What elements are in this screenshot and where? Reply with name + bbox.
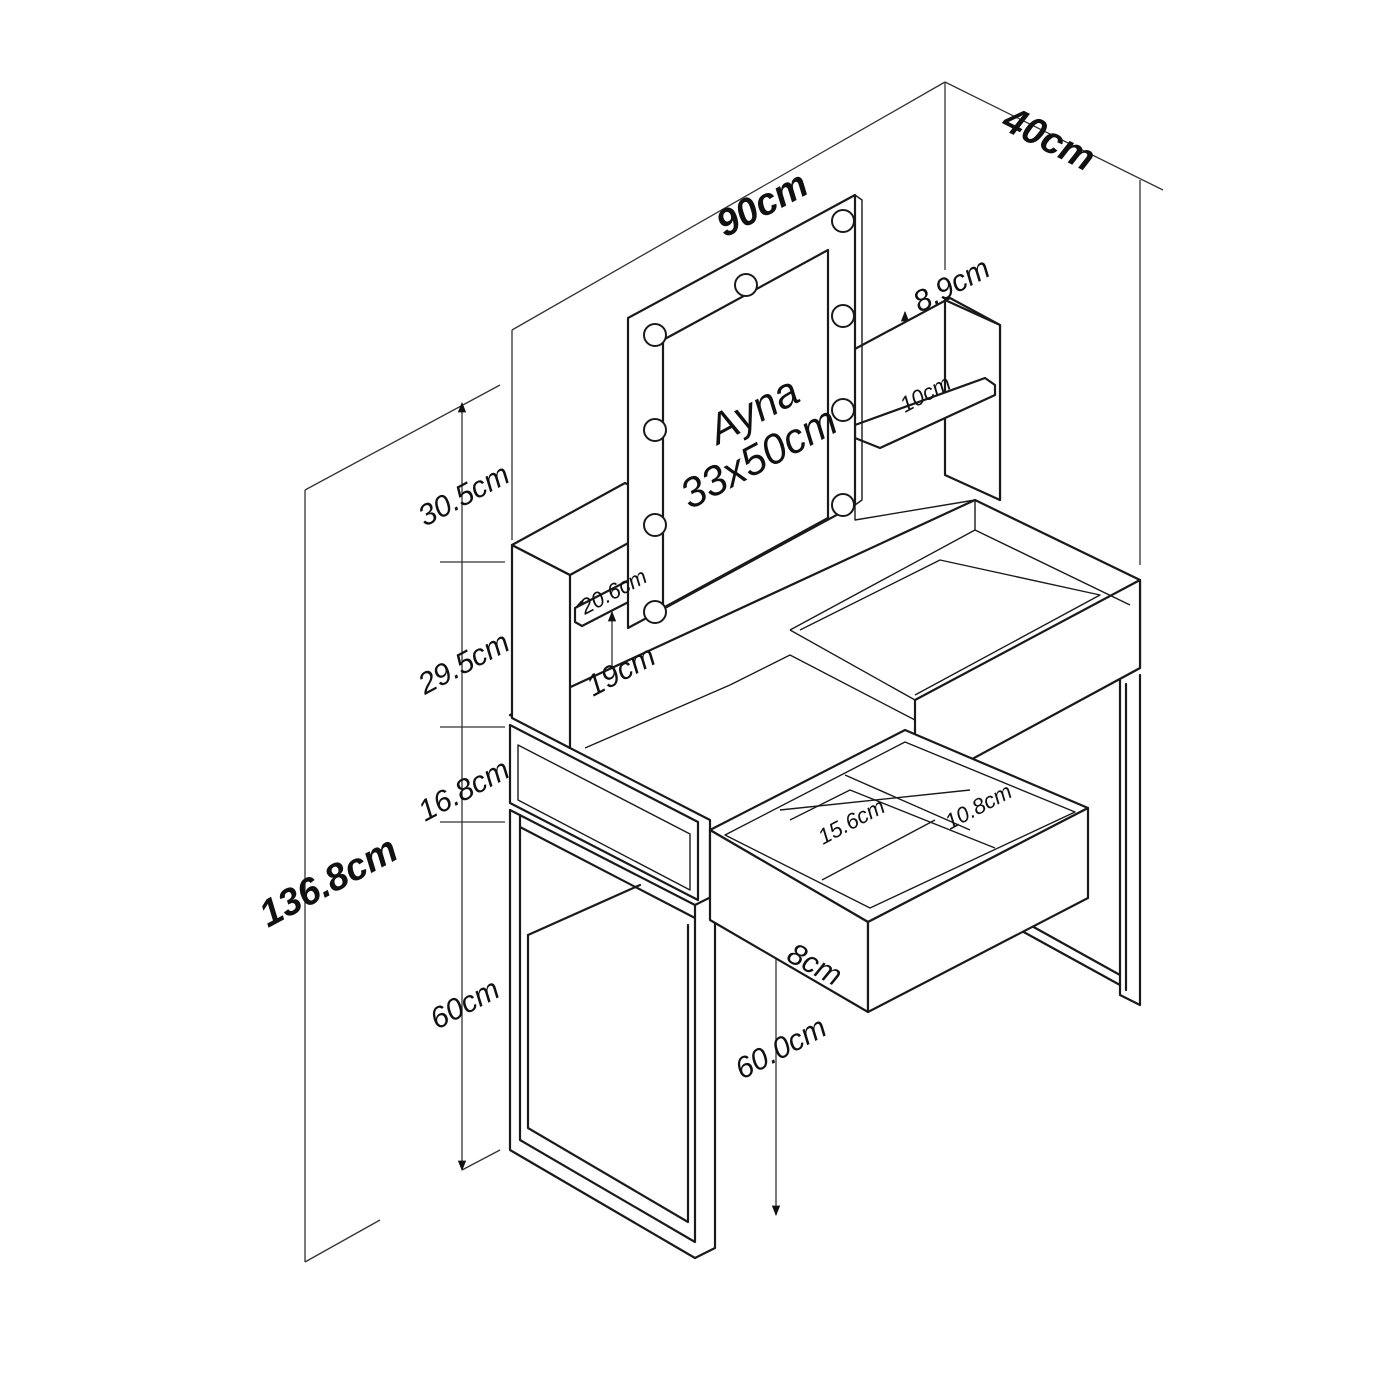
left-frame-outer bbox=[508, 808, 717, 1260]
middle-recess bbox=[729, 654, 916, 721]
drawer-inner bbox=[724, 741, 1076, 909]
left-frame-panel-top bbox=[526, 883, 642, 937]
right-bottom-rail bbox=[1018, 928, 1122, 987]
left-frame-inner-a bbox=[518, 813, 697, 1244]
left-shelf-side bbox=[510, 543, 572, 750]
total-height-ext-top bbox=[304, 384, 501, 491]
width-dimension-line bbox=[511, 81, 946, 331]
total-height-label: 136.8cm bbox=[253, 828, 405, 936]
right-box-back-left bbox=[789, 529, 976, 631]
right-front-leg bbox=[1118, 673, 1142, 1007]
middle-recess-back bbox=[584, 684, 731, 749]
mirror-bulb-icon bbox=[643, 600, 667, 624]
mirror-bulb-icon bbox=[643, 513, 667, 537]
drawer-divider-b bbox=[821, 819, 936, 881]
depth-dimension-line bbox=[944, 81, 1164, 191]
drawer-divider-a bbox=[789, 789, 996, 849]
shelf-section-height-label: 29.5cm bbox=[412, 626, 515, 702]
depth-label: 40cm bbox=[995, 98, 1102, 180]
mirror-bulb-icon bbox=[831, 209, 855, 233]
front-leg-height-label: 60.0cm bbox=[730, 1011, 832, 1086]
mirror-frame-edge bbox=[854, 194, 863, 506]
left-frame-top-rail bbox=[508, 808, 717, 907]
mirror-bulb-icon bbox=[734, 273, 758, 297]
mirror-bulb-icon bbox=[831, 493, 855, 517]
drawer-front-panel bbox=[866, 806, 1090, 1014]
mirror-bulb-icon bbox=[831, 304, 855, 328]
open-drawer bbox=[708, 728, 1090, 1014]
left-drawer-front-inset bbox=[517, 744, 691, 891]
right-box-inner bbox=[799, 559, 1101, 696]
drawer-section-height-label: 16.8cm bbox=[413, 753, 515, 828]
mirror-bulb-icon bbox=[643, 323, 667, 347]
mirror-bulb-icon bbox=[831, 398, 855, 422]
tick-floor bbox=[461, 1149, 501, 1171]
left-leg-frame bbox=[508, 808, 717, 1260]
right-leg-frame bbox=[1018, 673, 1142, 1007]
mirror-bulb-icon bbox=[643, 418, 667, 442]
right-bottom-rail-inner bbox=[1028, 923, 1122, 977]
legs-height-label: 60cm bbox=[425, 973, 505, 1037]
mirror bbox=[626, 193, 863, 630]
left-drawer-front bbox=[508, 723, 700, 902]
left-frame-panel bbox=[526, 923, 690, 1224]
drawer-divider-c bbox=[844, 774, 971, 831]
left-frame-top-rail-inner bbox=[518, 825, 697, 920]
right-box-divider bbox=[789, 629, 916, 701]
total-height-ext-bottom bbox=[304, 1219, 381, 1263]
top-section-height-label: 30.5cm bbox=[413, 458, 515, 533]
